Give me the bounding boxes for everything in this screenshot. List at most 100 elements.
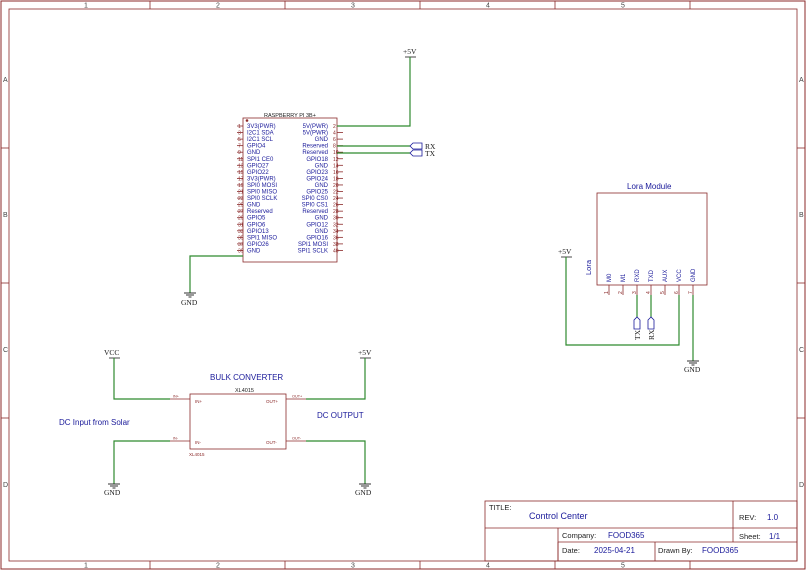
rpi-pin-num-left: 37	[238, 242, 244, 248]
pin-in-plus-name: IN+	[173, 395, 180, 399]
lora-pin-label: M0	[607, 273, 613, 282]
gnd-solar-icon	[108, 483, 120, 489]
tb-drawn-by: FOOD365	[702, 546, 739, 555]
lora-pin-label: GND	[691, 268, 697, 282]
pin-out-plus-name: OUT+	[292, 395, 303, 399]
rpi-pin-right: SPI0 CS1	[302, 203, 329, 209]
pin-in-minus-name: IN-	[173, 437, 179, 441]
rpi-pin-num-right: 26	[333, 203, 339, 209]
col-label-3-bottom: 3	[351, 563, 355, 570]
gnd-solar-label: GND	[104, 488, 121, 497]
rpi-pin-left: GPIO22	[247, 170, 269, 176]
rpi-pin-right: SPI1 SCLK	[298, 248, 328, 254]
wire-rpi-gnd	[189, 255, 243, 293]
rpi-pin-num-right: 8	[333, 144, 336, 150]
gnd-rpi-label: GND	[181, 298, 198, 307]
rpi-pin-left: GPIO27	[247, 163, 269, 169]
rpi-pin-right: GPIO18	[306, 157, 328, 163]
port-lora-tx-label: TX	[633, 329, 642, 340]
row-label-b: B	[3, 212, 8, 219]
lora-pin-num: 3	[632, 291, 638, 294]
lora-pin-num: 5	[660, 291, 666, 294]
rpi-pin-num-right: 28	[333, 209, 339, 215]
rpi-pin-num-left: 15	[238, 170, 244, 176]
converter-out-minus-label: OUT-	[266, 440, 277, 445]
port-rx-label: RX	[425, 142, 436, 151]
lora-pin-label: RXD	[635, 269, 641, 282]
port-lora-rx-label: RX	[647, 329, 656, 340]
tb-company-label: Company:	[562, 531, 596, 540]
rpi-pin-left: SPI0 MISO	[247, 190, 277, 196]
rpi-pin-num-right: 24	[333, 196, 339, 202]
lora-pin-num: 4	[646, 291, 652, 294]
wire-vcc-in	[113, 358, 170, 400]
rpi-pin-num-left: 17	[238, 176, 244, 182]
tb-company: FOOD365	[608, 531, 645, 540]
col-label-5: 5	[621, 3, 625, 10]
rpi-pin-num-right: 10	[333, 150, 339, 156]
rpi-pin-right: Reserved	[302, 209, 328, 215]
bulk-converter-symbol[interactable]: IN+ IN- OUT+ OUT- XL4015 IN+ IN- OUT+ OU…	[170, 393, 306, 457]
rpi-pin-num-left: 19	[238, 183, 244, 189]
rpi-pin-left: SPI1 MISO	[247, 235, 277, 241]
rpi-pin-num-left: 31	[238, 222, 244, 228]
rpi-pin-right: 5V(PWR)	[303, 131, 328, 137]
rpi-pin-right: GND	[315, 183, 329, 189]
rpi-body	[242, 117, 338, 263]
rpi-pin-num-right: 2	[333, 124, 336, 130]
rpi-pin-num-left: 33	[238, 229, 244, 235]
rpi-pin-num-right: 20	[333, 183, 339, 189]
rpi-pin-right: GPIO16	[306, 235, 328, 241]
rpi-pin-num-left: 27	[238, 209, 244, 215]
rpi-pin-right: SPI0 CS0	[302, 196, 329, 202]
rpi-pin-num-right: 36	[333, 235, 339, 241]
row-label-c: C	[3, 347, 8, 354]
rpi-name: RASPBERRY PI 3B+	[264, 113, 316, 119]
title-block	[484, 500, 798, 562]
wire-solar-gnd	[113, 440, 170, 484]
lora-module-symbol[interactable]: Lora Module Lora M01M12RXD3TXD4AUX5VCC6G…	[584, 182, 708, 295]
tb-title-label: TITLE:	[489, 503, 512, 512]
converter-part-bottom: XL4015	[189, 452, 205, 457]
converter-in-plus-label: IN+	[195, 399, 203, 404]
rpi-pin-num-right: 34	[333, 229, 339, 235]
rpi-pin-right: 5V(PWR)	[303, 124, 328, 130]
rpi-pin-left: GPIO5	[247, 216, 266, 222]
rpi-pin-num-left: 39	[238, 248, 244, 254]
gnd-lora-icon	[687, 360, 699, 366]
port-tx-label: TX	[425, 149, 436, 158]
rpi-pin-num-right: 32	[333, 222, 339, 228]
tb-title: Control Center	[529, 511, 588, 521]
gnd-rpi-icon	[184, 292, 196, 298]
rpi-pin-num-left: 3	[238, 131, 241, 137]
rpi-pin-left: GND	[247, 150, 261, 156]
rpi-pin-left: 3V3(PWR)	[247, 176, 276, 182]
tb-sheet-label: Sheet:	[739, 532, 761, 541]
rpi-pin-left: Reserved	[247, 209, 273, 215]
lora-pin-num: 2	[618, 291, 624, 294]
rpi-pin-left: SPI0 SCLK	[247, 196, 277, 202]
power-5v-top-label: +5V	[403, 47, 417, 56]
converter-title: BULK CONVERTER	[210, 373, 283, 382]
row-ticks	[1, 147, 805, 419]
lora-pin-label: M1	[621, 273, 627, 282]
lora-label: Lora	[584, 259, 593, 275]
rpi-pin-left: GND	[247, 203, 261, 209]
wire-lora-5v	[565, 257, 680, 346]
rpi-pin-right: GPIO23	[306, 170, 328, 176]
wire-5v-rpi	[337, 57, 411, 127]
tb-drawn-label: Drawn By:	[658, 546, 693, 555]
wire-dc-gnd	[306, 440, 366, 484]
rpi-pin-left: SPI0 MOSI	[247, 183, 277, 189]
port-rx-icon	[409, 142, 423, 150]
col-label-2: 2	[216, 3, 220, 10]
rpi-pin-right: SPI1 MOSI	[298, 242, 328, 248]
rpi-pin-num-left: 21	[238, 190, 244, 196]
rpi-pin-left: 3V3(PWR)	[247, 124, 276, 130]
row-label-d: D	[3, 482, 8, 489]
inner-border	[8, 8, 798, 562]
